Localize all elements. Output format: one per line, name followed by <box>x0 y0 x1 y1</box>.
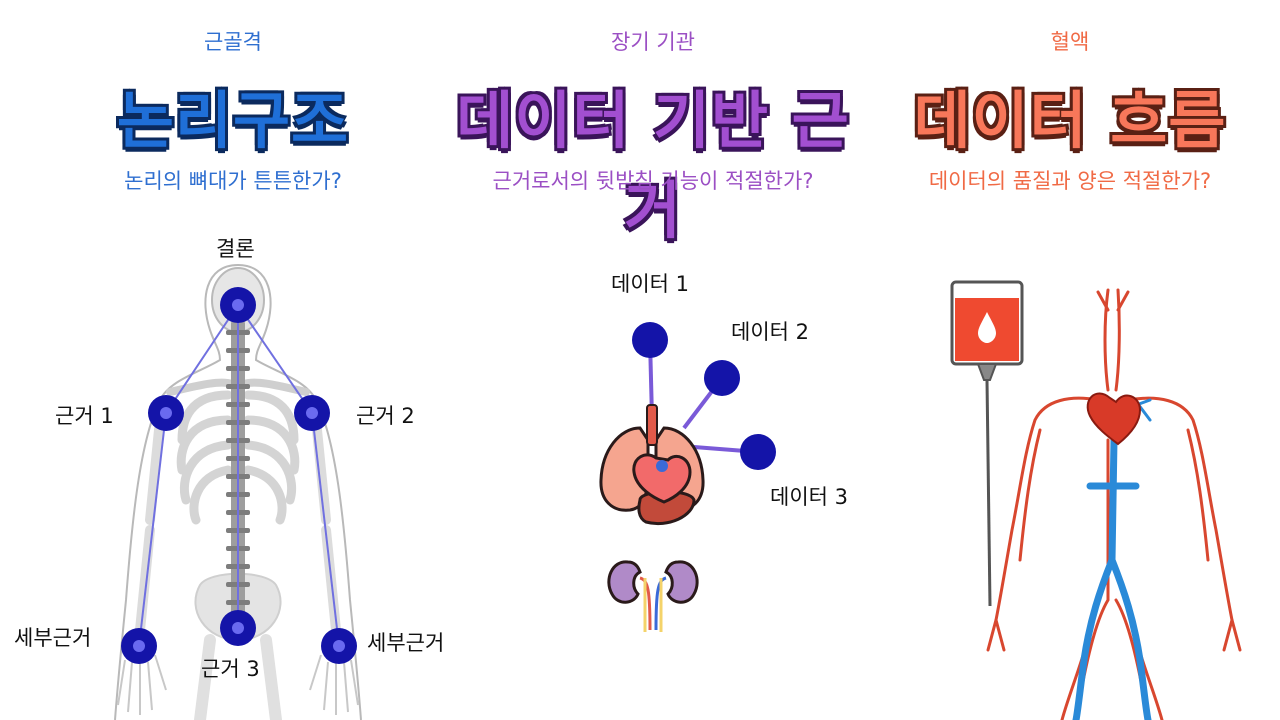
label-sub-evidence-left: 세부근거 <box>14 626 92 650</box>
heart <box>632 453 692 504</box>
kidneys <box>607 560 642 604</box>
label-conclusion: 결론 <box>216 237 255 261</box>
title-logic-structure: 논리구조 <box>116 84 350 157</box>
question-logic: 논리의 뼈대가 튼튼한가? <box>124 169 342 193</box>
blood-heart <box>1086 392 1142 446</box>
label-evidence-1: 근거 1 <box>55 404 114 428</box>
skeleton-nodes <box>121 287 357 664</box>
label-data-2: 데이터 2 <box>731 320 809 344</box>
label-evidence-2: 근거 2 <box>356 404 415 428</box>
label-data-1: 데이터 1 <box>611 272 689 296</box>
label-data-3: 데이터 3 <box>770 485 848 509</box>
node-data-2 <box>704 360 740 396</box>
title-data-flow: 데이터 흐름 <box>913 84 1227 157</box>
node-data-3 <box>740 434 776 470</box>
category-musculoskeletal: 근골격 <box>204 30 262 54</box>
category-organs: 장기 기관 <box>611 30 695 54</box>
question-evidence: 근거로서의 뒷받침 기능이 적절한가? <box>492 169 814 193</box>
question-data-quality: 데이터의 품질과 양은 적절한가? <box>928 169 1212 193</box>
category-blood: 혈액 <box>1050 30 1090 54</box>
iv-bag <box>950 280 1024 607</box>
node-data-1 <box>632 322 668 358</box>
label-sub-evidence-right: 세부근거 <box>367 631 445 655</box>
label-evidence-3: 근거 3 <box>201 657 260 681</box>
title-data-evidence: 데이터 기반 근거 <box>456 84 850 247</box>
